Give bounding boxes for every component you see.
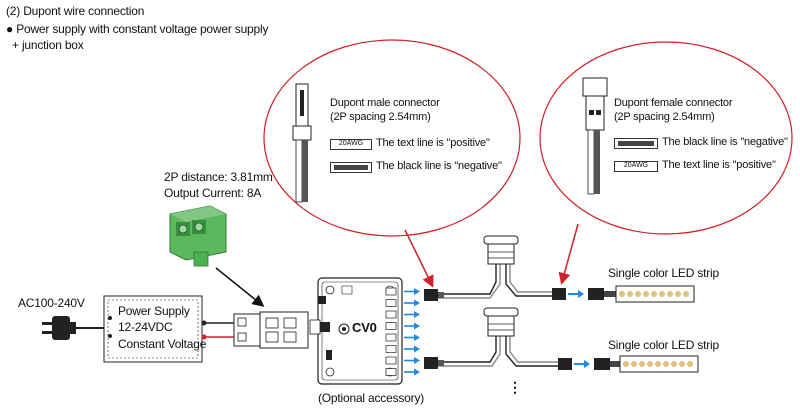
junction-box	[309, 277, 403, 385]
male-connector-spacing: (2P spacing 2.54mm)	[330, 111, 431, 123]
bullet-line-1: ● Power supply with constant voltage pow…	[6, 22, 269, 36]
female-awg-label: 20AWG	[614, 161, 658, 172]
led-dot	[631, 361, 637, 367]
bottom-puck-light	[483, 307, 519, 337]
port-arrow-head	[414, 357, 420, 364]
terminal-distance: 2P distance: 3.81mm	[164, 170, 273, 184]
male-negative-text: The black line is "negative"	[376, 160, 502, 172]
female-black-line-swatch	[614, 138, 658, 149]
ac-plug-icon	[42, 316, 110, 340]
output-port	[385, 333, 397, 342]
led-dot	[635, 291, 641, 297]
psu-line-2: 12-24VDC	[118, 320, 173, 334]
output-port	[385, 356, 397, 365]
led-dot	[619, 291, 625, 297]
psu-line-1: Power Supply	[118, 304, 190, 318]
led-dot	[675, 291, 681, 297]
led-dot	[679, 361, 685, 367]
terminal-current: Output Current: 8A	[164, 186, 262, 200]
led-dot	[651, 291, 657, 297]
output-port	[385, 345, 397, 353]
male-black-line-swatch	[330, 162, 372, 173]
power-supply-box	[103, 295, 203, 363]
bullet-line-2: + junction box	[12, 38, 84, 52]
led-dot	[623, 361, 629, 367]
female-connector-callout	[539, 41, 793, 235]
more-branches-indicator: ⋮	[508, 379, 522, 395]
female-connector-spacing: (2P spacing 2.54mm)	[614, 111, 715, 123]
port-arrow-head	[414, 299, 420, 307]
led-dot	[663, 361, 669, 367]
led-strip-bottom-label: Single color LED strip	[608, 338, 719, 352]
led-dot	[659, 291, 665, 297]
terminal-plug-assembly	[233, 311, 309, 349]
female-negative-text: The black line is "negative"	[662, 136, 788, 148]
female-callout-arrow	[558, 223, 579, 285]
output-port	[385, 287, 397, 296]
output-port	[385, 310, 397, 319]
led-dot	[671, 361, 677, 367]
led-dot	[683, 291, 689, 297]
male-positive-text: The text line is "positive"	[376, 137, 490, 149]
top-puck-light	[483, 235, 519, 265]
port-arrow-head	[414, 368, 420, 376]
port-arrow-head	[414, 334, 420, 341]
male-callout-arrow	[404, 229, 434, 288]
junction-output-ports	[385, 287, 397, 376]
terminal-arrow	[215, 267, 265, 307]
led-strip-top-label: Single color LED strip	[608, 266, 719, 280]
terminal-block-icon	[169, 205, 227, 267]
psu-line-3: Constant Voltage	[118, 337, 207, 351]
led-dot	[627, 291, 633, 297]
led-dot	[687, 361, 693, 367]
port-arrow-head	[414, 311, 420, 318]
led-dot	[667, 291, 673, 297]
bottom-branch-wire	[424, 334, 497, 363]
led-dot	[647, 361, 653, 367]
output-port	[385, 322, 397, 330]
bullet-line-1-text: Power supply with constant voltage power…	[16, 22, 269, 36]
female-positive-text: The text line is "positive"	[662, 159, 776, 171]
male-connector-callout	[263, 39, 521, 237]
ac-voltage-label: AC100-240V	[18, 296, 85, 310]
female-connector-icon	[582, 77, 608, 195]
top-led-strip	[615, 285, 695, 303]
male-connector-title: Dupont male connector	[330, 97, 440, 109]
junction-box-name: CV0	[352, 320, 377, 335]
port-arrow-head	[414, 288, 420, 295]
junction-blue-arrows	[404, 288, 420, 376]
output-port	[385, 299, 397, 307]
junction-box-caption: (Optional accessory)	[318, 391, 425, 405]
led-dot	[655, 361, 661, 367]
port-arrow-head	[414, 322, 420, 330]
port-arrow-head	[414, 345, 420, 353]
male-awg-label: 20AWG	[330, 139, 372, 150]
led-dot	[643, 291, 649, 297]
bottom-led-strip	[619, 355, 699, 373]
led-dot	[639, 361, 645, 367]
female-connector-title: Dupont female connector	[614, 97, 733, 109]
section-title: (2) Dupont wire connection	[6, 4, 145, 18]
output-port	[385, 368, 397, 376]
male-connector-icon	[292, 83, 312, 203]
